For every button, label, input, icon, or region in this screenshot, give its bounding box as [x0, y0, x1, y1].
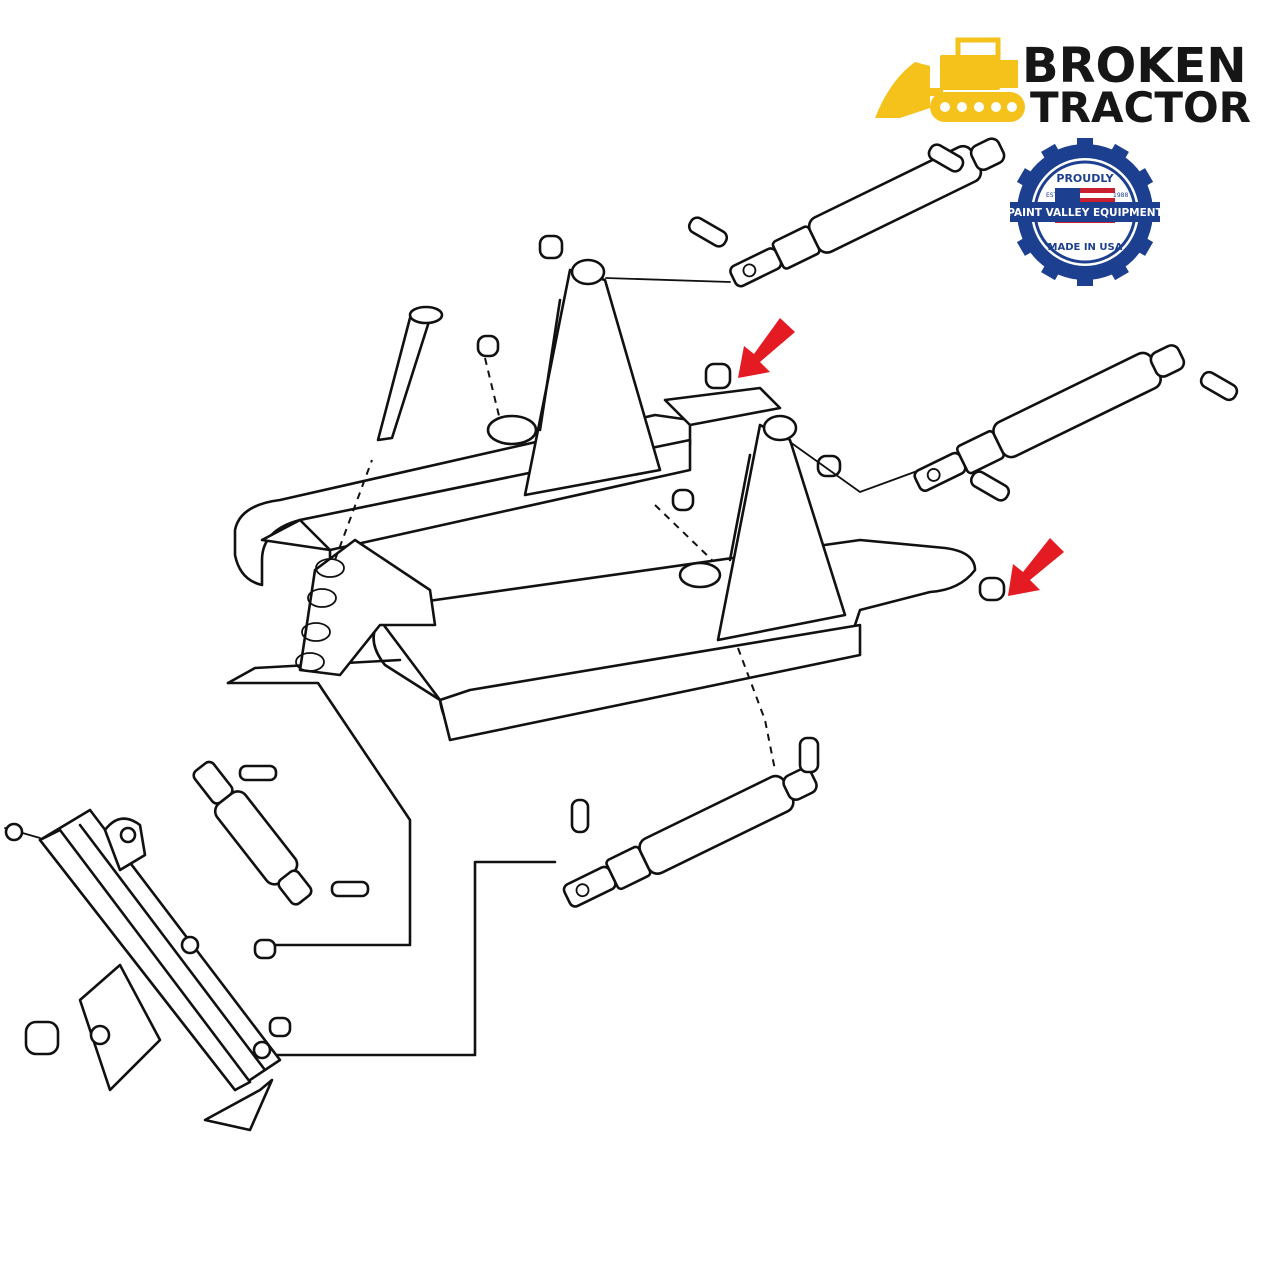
callout-arrow-upper	[738, 318, 795, 378]
pin-small	[570, 798, 590, 834]
callout-arrow-lower	[1008, 538, 1064, 596]
brand-logo: BROKEN TRACTOR	[875, 37, 1251, 132]
bulldozer-icon	[875, 37, 1025, 122]
pin-small	[330, 880, 370, 898]
cylinder-top	[729, 137, 1006, 288]
cylinder-left	[192, 760, 313, 906]
cylinder-middle	[913, 344, 1186, 492]
cylinder-lower	[562, 767, 818, 908]
pin-small	[687, 216, 729, 248]
badge-bottom-text: MADE IN USA	[1048, 242, 1123, 253]
bushing	[268, 1016, 292, 1038]
brand-line-1: BROKEN	[1022, 38, 1247, 94]
bushing	[476, 334, 500, 358]
badge-top-text: PROUDLY	[1056, 172, 1114, 185]
badge-est-right: 1988	[1113, 192, 1128, 199]
brand-line-2: TRACTOR	[1030, 83, 1251, 132]
bushing	[816, 454, 842, 478]
pin-small	[927, 143, 965, 173]
pin-small	[969, 470, 1011, 502]
bushing	[24, 1020, 60, 1056]
pin-small	[1199, 370, 1239, 402]
made-in-usa-badge: PROUDLY EST. 1988 PAINT VALLEY EQUIPMENT…	[1007, 138, 1164, 286]
plate-top-edge	[226, 658, 402, 685]
hardware-parts	[24, 234, 1006, 1056]
badge-est-left: EST.	[1046, 192, 1059, 199]
push-beam	[4, 808, 282, 1132]
pin-small	[798, 736, 820, 774]
bushing	[253, 938, 277, 960]
bushing	[538, 234, 564, 260]
pin-small	[238, 764, 278, 782]
main-frame	[233, 258, 977, 742]
bushing	[704, 362, 732, 390]
bushing	[978, 576, 1006, 602]
badge-banner-text: PAINT VALLEY EQUIPMENT	[1007, 207, 1163, 219]
bushing	[671, 488, 695, 512]
